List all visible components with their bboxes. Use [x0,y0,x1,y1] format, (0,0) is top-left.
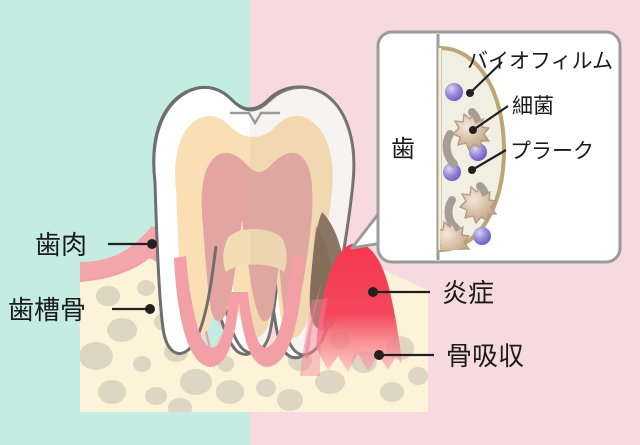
leader-plaque [471,149,507,171]
leader-lines [108,61,509,357]
gingiva-lining-group [174,256,304,367]
coccus-bacterium [443,163,461,181]
spiky-bacterium [458,185,498,225]
label-biofilm: バイオフィルム [467,50,613,73]
dot-alveolar-bone [145,304,155,314]
inflamed-gingiva-group [300,243,402,376]
label-gingiva: 歯肉 [35,230,87,260]
rod-bacterium [442,130,458,168]
label-plaque: プラーク [510,140,594,163]
dot-gingiva [147,239,157,249]
coccus-bacterium [445,83,463,101]
occlusal-groove [229,111,281,126]
spiky-bacterium [440,220,471,250]
gingiva-inflamed-skirt [300,298,328,376]
dot-inflammation [368,287,378,297]
dot-bone-resorption [374,350,384,360]
coccus-bacterium [469,143,487,161]
biofilm-microbes [440,83,498,250]
dot-bacteria [469,126,477,134]
callout-tail-seam-cover [381,190,387,238]
gingiva-left-slope [80,226,168,280]
dot-biofilm [466,89,474,97]
tooth-shading-right [250,87,354,355]
dot-plaque [468,166,476,174]
coccus-bacterium [473,227,491,245]
gingiva-inflamed-base [304,282,322,360]
socket-lining-right [238,256,304,367]
label-bacteria: 細菌 [512,95,554,118]
label-bone-resorption: 骨吸収 [446,341,524,371]
biofilm-layer-group [438,45,507,253]
label-tooth: 歯 [391,136,415,163]
tooth-group [152,85,356,360]
leader-biofilm [469,61,503,94]
leader-bacteria [472,105,509,131]
label-inflammation: 炎症 [442,278,494,308]
leader-dots [145,89,477,360]
pulp-highlight [223,229,287,272]
label-alveolar-bone: 歯槽骨 [8,295,86,325]
socket-lining-left [174,256,240,367]
gingiva-inflamed [316,243,402,372]
